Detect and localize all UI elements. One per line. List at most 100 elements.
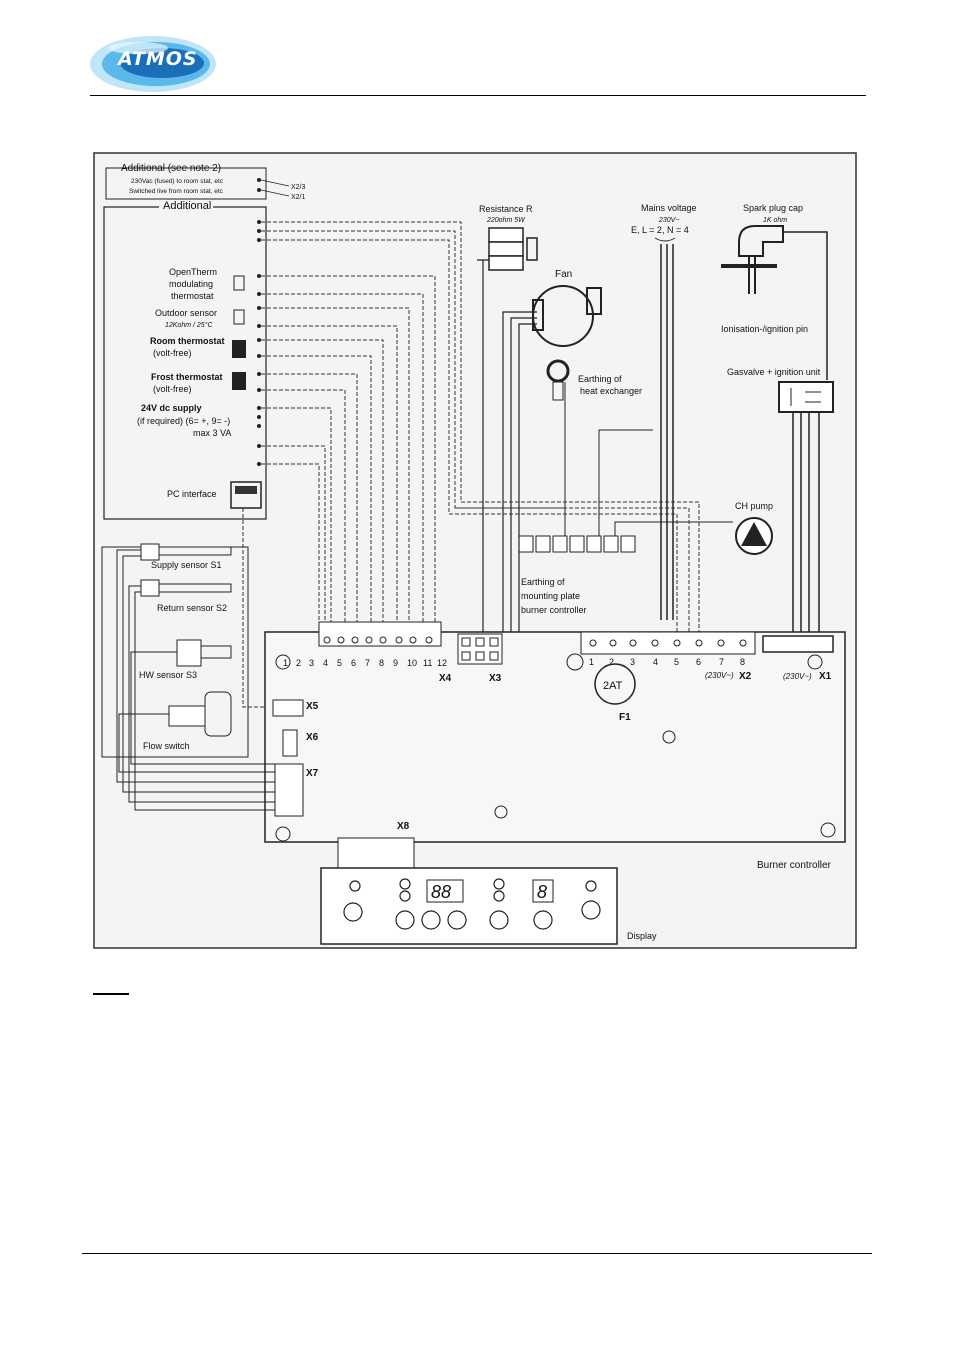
terminal-8: 8 (379, 658, 384, 668)
mains-label: Mains voltage (641, 203, 697, 213)
terminal-2: 2 (296, 658, 301, 668)
mains-wiring-note: E, L = 2, N = 4 (631, 225, 689, 235)
burner-controller-board: 1 2 3 4 5 6 7 8 9 10 11 12 (116, 549, 846, 875)
fan-label: Fan (555, 269, 572, 280)
header-rule (90, 95, 866, 96)
spark-plug-cap: Spark plug cap 1K ohm Ionisation-/igniti… (721, 203, 828, 380)
connector-x5: X5 (306, 701, 319, 712)
connector-x2: X2 (739, 671, 752, 682)
pc-interface-label: PC interface (167, 489, 217, 499)
additional-note-box: Additional (see note 2) 230Vac (fused) t… (105, 163, 306, 201)
earthing-hx-label-2: heat exchanger (580, 386, 642, 396)
terminal-1: 1 (283, 658, 288, 668)
earthing-plate-label-3: burner controller (521, 605, 587, 615)
fan: Fan (532, 269, 602, 347)
flow-switch-label: Flow switch (143, 741, 190, 751)
frost-thermostat-note: (volt-free) (153, 384, 192, 394)
x2-terminal-7: 7 (719, 657, 724, 667)
sensors-panel: Supply sensor S1 Return sensor S2 HW sen… (101, 543, 249, 758)
wiring-diagram: Additional (see note 2) 230Vac (fused) t… (93, 152, 857, 949)
terminal-3: 3 (309, 658, 314, 668)
earth-terminal-block (518, 382, 733, 553)
connector-x8: X8 (397, 821, 410, 832)
return-sensor-label: Return sensor S2 (157, 603, 227, 613)
x2-terminal-5: 5 (674, 657, 679, 667)
earthing-plate-label-1: Earthing of (521, 577, 565, 587)
connector-x3: X3 (489, 673, 502, 684)
left-terminal-numbers: 1 2 3 4 5 6 7 8 9 10 11 12 (283, 658, 447, 668)
spark-plug-label: Spark plug cap (743, 203, 803, 213)
footer-rule (82, 1253, 872, 1254)
dc-supply-note: (if required) (6= +, 9= -) (137, 416, 230, 426)
display-label: Display (627, 931, 657, 941)
ionisation-label: Ionisation-/ignition pin (721, 324, 808, 334)
outdoor-sensor-label: Outdoor sensor (155, 308, 217, 318)
ch-pump-label: CH pump (735, 501, 773, 511)
ref-x2-3: X2/3 (291, 184, 306, 191)
logo-text: ATMOS (118, 48, 198, 70)
connector-x4: X4 (439, 673, 452, 684)
connector-x6: X6 (306, 732, 319, 743)
resistance-label: Resistance R (479, 204, 533, 214)
terminal-5: 5 (337, 658, 342, 668)
opentherm-label-1: OpenTherm (169, 267, 217, 277)
display-digit-right: 8 (537, 882, 547, 902)
x2-terminal-numbers: 1 2 3 4 5 6 7 8 (589, 657, 745, 667)
display-board: Display 88 8 (320, 867, 657, 945)
earthing-plate-label-2: mounting plate (521, 591, 580, 601)
mains-voltage-value: 230V~ (658, 217, 679, 224)
x2-terminal-3: 3 (630, 657, 635, 667)
hw-sensor-label: HW sensor S3 (139, 670, 197, 680)
fuse-ref: F1 (619, 712, 631, 723)
dc-supply-max: max 3 VA (193, 428, 231, 438)
earthing-heat-exchanger: Earthing of heat exchanger (546, 359, 642, 401)
connector-x7: X7 (306, 768, 319, 779)
terminal-12: 12 (437, 658, 447, 668)
additional-panel-title: Additional (163, 200, 211, 212)
room-thermostat-note: (volt-free) (153, 348, 192, 358)
additional-line1: 230Vac (fused) to room stat, etc (131, 178, 224, 185)
ref-x2-1: X2/1 (291, 194, 306, 201)
wiring-diagram-svg: Additional (see note 2) 230Vac (fused) t… (93, 152, 857, 949)
x2-terminal-6: 6 (696, 657, 701, 667)
spark-plug-spec: 1K ohm (763, 217, 787, 224)
additional-line2: Switched live from room stat, etc (129, 188, 224, 195)
atmos-logo (90, 36, 216, 92)
terminal-11: 11 (423, 658, 432, 668)
fan-wires (477, 259, 537, 634)
fuse-value: 2AT (603, 680, 623, 692)
resistance-spec: 220ohm 5W (486, 217, 526, 224)
terminal-9: 9 (393, 658, 398, 668)
terminal-7: 7 (365, 658, 370, 668)
signal-wires (242, 221, 700, 708)
terminal-6: 6 (351, 658, 356, 668)
ch-pump: CH pump (735, 501, 773, 555)
opentherm-label-2: modulating (169, 279, 213, 289)
x2-terminal-2: 2 (609, 657, 614, 667)
opentherm-label-3: thermostat (171, 291, 214, 301)
terminal-4: 4 (323, 658, 328, 668)
additional-box-title: Additional (see note 2) (121, 163, 221, 174)
mains-voltage: Mains voltage 230V~ E, L = 2, N = 4 (631, 203, 697, 620)
dc-supply-label: 24V dc supply (141, 403, 202, 413)
gasvalve: Gasvalve + ignition unit (727, 367, 834, 632)
gasvalve-label: Gasvalve + ignition unit (727, 367, 821, 377)
additional-panel: Additional OpenTherm modulating thermost… (103, 200, 267, 520)
room-thermostat-label: Room thermostat (150, 336, 225, 346)
display-digits-left: 88 (431, 882, 451, 902)
outdoor-sensor-spec: 12Kohm / 25°C (165, 321, 213, 329)
connector-x1: X1 (819, 671, 832, 682)
earthing-hx-label-1: Earthing of (578, 374, 622, 384)
burner-controller-label: Burner controller (757, 860, 832, 871)
x2-terminal-4: 4 (653, 657, 658, 667)
note-underline (93, 993, 129, 995)
x1-note: (230V~) (783, 672, 812, 681)
x2-terminal-1: 1 (589, 657, 594, 667)
resistance-r: Resistance R 220ohm 5W (479, 204, 538, 271)
supply-sensor-label: Supply sensor S1 (151, 560, 222, 570)
x2-note: (230V~) (705, 671, 734, 680)
terminal-10: 10 (407, 658, 417, 668)
frost-thermostat-label: Frost thermostat (151, 372, 223, 382)
x2-terminal-8: 8 (740, 657, 745, 667)
